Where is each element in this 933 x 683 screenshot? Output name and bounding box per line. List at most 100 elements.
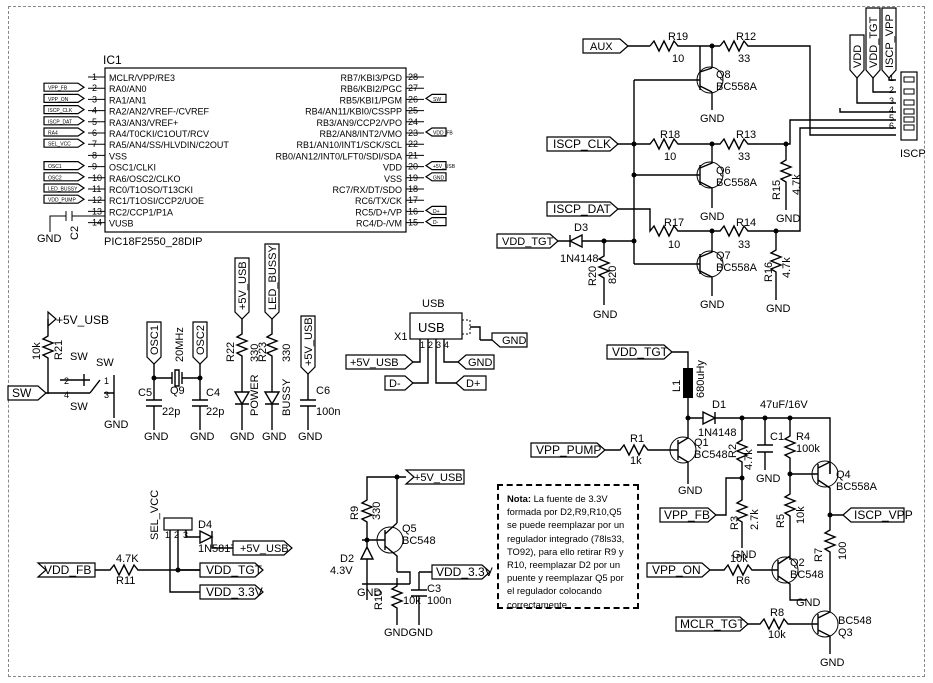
- sel-wires: [169, 529, 233, 593]
- usb-gnd2-tag[interactable]: [457, 354, 495, 370]
- usb-dp-tag[interactable]: [455, 375, 487, 391]
- q7-ref: Q7: [716, 250, 731, 262]
- ic1-left-tag[interactable]: [43, 172, 86, 182]
- power-led-symbol: [233, 319, 251, 430]
- q4-ref: Q4: [836, 469, 851, 481]
- d2-gnd: GND: [357, 587, 382, 599]
- ic1-pin-num: 5: [92, 117, 97, 127]
- r12-ref: R12: [736, 31, 756, 43]
- sw-tag-label: SW: [12, 386, 32, 400]
- sw-vcc-arrow: [47, 310, 57, 328]
- vpp-on-tag[interactable]: [646, 562, 711, 578]
- q4-symbol: [790, 461, 831, 500]
- usb-ref: X1: [394, 331, 407, 343]
- sel-vcc-tag[interactable]: [232, 540, 293, 556]
- vdd-fb-tag-left[interactable]: [36, 562, 96, 578]
- q8-ref: Q8: [716, 69, 731, 81]
- sel-vdd33-tag[interactable]: [199, 584, 264, 600]
- reg-out-tag[interactable]: [431, 564, 491, 580]
- mclr-tgt-label: MCLR_TGT: [680, 617, 745, 631]
- iscp-vpp-header-tag[interactable]: [881, 7, 897, 79]
- ic1-right-tag[interactable]: [424, 217, 447, 227]
- ic1-left-tag[interactable]: [43, 82, 86, 92]
- ic1-pin-name: VDD: [383, 163, 403, 173]
- aux-label: AUX: [590, 41, 613, 53]
- vpp-fb-tag[interactable]: [659, 507, 717, 523]
- usb-pin-1: 1: [420, 340, 425, 350]
- r21-symbol: [41, 319, 55, 394]
- header-vddtgt-label: VDD_TGT: [868, 16, 880, 68]
- sw-tag[interactable]: [7, 385, 47, 401]
- vdd-tgt-tag-left[interactable]: [496, 233, 559, 249]
- ic1-right-tag-label: D-: [433, 220, 439, 226]
- iscp-vpp-tag[interactable]: [842, 507, 905, 523]
- ic1-pin-name: RA6/OSC2/CLKO: [109, 174, 181, 184]
- usb-vcc-tag[interactable]: [345, 354, 414, 370]
- r15-symbol: [779, 144, 793, 210]
- sel-jumper[interactable]: [163, 517, 193, 531]
- ic1-right-tag[interactable]: [424, 93, 447, 104]
- reg-vcc-tag[interactable]: [404, 469, 465, 485]
- c6-vcc-tag[interactable]: [300, 315, 316, 375]
- ic1-left-tag[interactable]: [43, 161, 86, 171]
- r22-val: 330: [249, 344, 261, 362]
- ic1-body: [104, 67, 407, 233]
- q6-gnd: GND: [700, 211, 725, 223]
- ic1-pin-num: 19: [408, 173, 418, 183]
- r19-val: 10: [672, 53, 684, 65]
- sw-vcc-label: +5V_USB: [56, 313, 109, 327]
- r13-ref: R13: [736, 129, 756, 141]
- ic1-pin-num: 15: [408, 218, 418, 228]
- usb-gnd-tag[interactable]: [491, 332, 528, 348]
- osc2-tag[interactable]: [192, 321, 208, 365]
- iscp-dat-label: ISCP_DAT: [553, 202, 611, 216]
- r14-val: 33: [738, 239, 750, 251]
- usb-dm-tag[interactable]: [384, 375, 414, 391]
- led-circuit: +5V_USB LED_BUSSY R22 330 R23 330 POWER …: [225, 243, 340, 443]
- osc1-tag[interactable]: [146, 321, 162, 365]
- vpp-pump-tag[interactable]: [530, 442, 606, 458]
- ic1-right-tag[interactable]: [424, 161, 447, 171]
- iscp-clk-tag[interactable]: [546, 136, 619, 152]
- ic1-right-tag[interactable]: [424, 172, 447, 182]
- header-pin: [903, 124, 915, 131]
- ic1-left-tag[interactable]: [43, 194, 86, 204]
- ic1-left-tag[interactable]: [43, 93, 86, 104]
- ic1-left-tag[interactable]: [43, 116, 86, 126]
- ic1-pin-name: RB0/AN12/INT0/LFT0/SDI/SDA: [275, 151, 402, 161]
- q1-gnd: GND: [678, 485, 703, 497]
- c4-gnd: GND: [190, 431, 215, 443]
- vpp-pump-label: VPP_PUMP: [536, 443, 601, 457]
- ic1-left-tag[interactable]: [43, 183, 86, 193]
- ic1-pin-name: RC1/T1OSI/CCP2/UOE: [109, 196, 204, 206]
- ic1-pin-name: RA4/T0CKI/C1OUT/RCV: [109, 129, 209, 139]
- aux-tag[interactable]: [582, 38, 629, 54]
- ic1-pin-name: RC0/T1OSO/T13CKI: [109, 185, 193, 195]
- ic1-left-tag[interactable]: [43, 138, 86, 148]
- regulator-33v: +5V_USB R9 330 Q5 BC548 D2 4.3V GND R10 …: [330, 469, 493, 639]
- ic1-right-tag[interactable]: [424, 127, 447, 137]
- ic1-right-tag[interactable]: [424, 205, 447, 215]
- r17-ref: R17: [664, 217, 684, 229]
- r7-ref: R7: [813, 548, 825, 562]
- ic1-right-tag-label: SW: [433, 97, 441, 103]
- vdd-tgt-header-tag[interactable]: [865, 7, 881, 79]
- ic1-pin-num: 18: [408, 184, 418, 194]
- led-busy-tag[interactable]: [264, 243, 280, 320]
- programmer-circuit: AUX R19 10 R12 33 Q8 BC558A GND ISCP_CLK…: [496, 31, 896, 321]
- d2-ref: D2: [340, 553, 354, 565]
- sel-vdd-tgt-tag[interactable]: [199, 562, 264, 578]
- led-vcc-tag[interactable]: [234, 257, 250, 320]
- ic1-left-tag[interactable]: [43, 127, 86, 137]
- ic1-pin-name: RB6/KBI2/PGC: [340, 84, 402, 94]
- boost-vdd-tgt-tag[interactable]: [606, 344, 673, 360]
- sel-pin-1: 1: [165, 530, 170, 540]
- mclr-tgt-tag[interactable]: [675, 616, 749, 632]
- iscp-dat-tag[interactable]: [546, 201, 619, 217]
- ic1-left-tag[interactable]: [43, 104, 86, 115]
- vdd-header-tag[interactable]: [849, 34, 865, 79]
- q7-symbol: [634, 231, 713, 296]
- sw-pin-1: 1: [104, 376, 109, 386]
